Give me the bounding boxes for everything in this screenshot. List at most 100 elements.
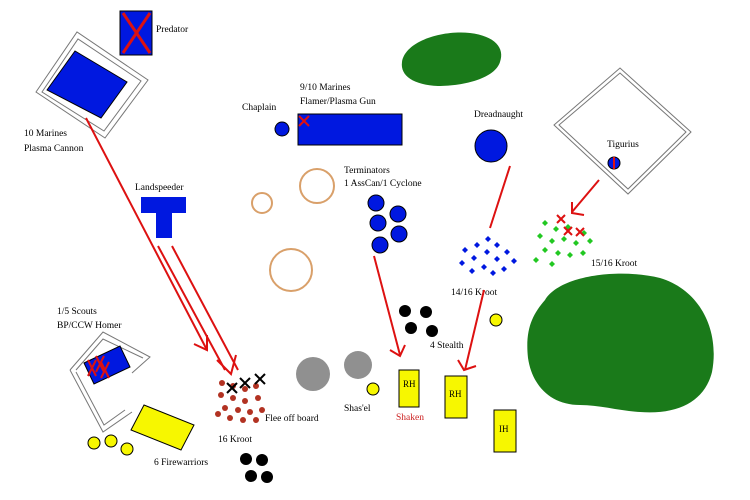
arrow-marines-head (193, 335, 208, 352)
marines-flamer-unit (297, 113, 403, 146)
crater-3 (269, 248, 313, 292)
wood-large (527, 273, 714, 413)
kroot-16-casualties (226, 373, 266, 394)
kroot-b-1 (485, 236, 491, 242)
ruin-right (553, 67, 692, 195)
label-scouts-2: BP/CCW Homer (57, 321, 122, 331)
ruin-scouts (69, 331, 151, 433)
arrow-speeder-head (216, 354, 237, 376)
label-predator: Predator (156, 25, 189, 35)
rock-1 (296, 357, 330, 391)
terminator-3 (369, 214, 387, 232)
landspeeder-vehicle (141, 197, 186, 238)
kroot-16-squad (215, 380, 265, 423)
kroot-g-13 (580, 250, 586, 256)
kroot-g-15 (549, 261, 555, 267)
firewarrior-3 (120, 442, 134, 456)
crater-1 (299, 168, 335, 204)
kroot-b-11 (481, 264, 487, 270)
label-marines-cannon-2: Plasma Cannon (24, 144, 84, 154)
kroot-g-11 (555, 250, 561, 256)
kroot-b-12 (501, 266, 507, 272)
terminator-4 (390, 225, 408, 243)
arrow-tigurius (571, 179, 600, 213)
terminator-5 (371, 236, 389, 254)
kroot-b-6 (504, 249, 510, 255)
kroot-b-5 (484, 249, 490, 255)
kroot-b-13 (469, 268, 475, 274)
label-marines-flamer-2: Flamer/Plasma Gun (300, 97, 376, 107)
black-squad-bottom (240, 453, 273, 483)
stealth-4 (426, 325, 438, 337)
hammerhead-ih (493, 409, 517, 453)
kroot-g-7 (561, 236, 567, 242)
firewarrior-1 (87, 436, 101, 450)
marines-flamer-cross-2 (298, 115, 310, 127)
stealth-3 (405, 322, 417, 334)
kroot-g-2 (553, 226, 559, 232)
kroot-g-6 (549, 238, 555, 244)
shasel-model (366, 382, 380, 396)
kroot-b-9 (511, 258, 517, 264)
hammerhead-1 (398, 369, 420, 408)
rock-2 (344, 351, 372, 379)
label-rh-1: RH (403, 379, 416, 389)
movement-arrows (85, 117, 600, 376)
label-shaken: Shaken (396, 413, 424, 423)
kroot-b-8 (494, 256, 500, 262)
terminators-squad (367, 194, 408, 254)
black-1 (240, 453, 252, 465)
kroot-g-14 (533, 257, 539, 263)
arrow-kroot-stealth (464, 289, 485, 371)
label-ih: IH (499, 424, 509, 434)
label-terminators-1: Terminators (344, 166, 390, 176)
wood-top (401, 32, 502, 86)
arrow-terminators-head (389, 344, 406, 358)
stealth-team (399, 305, 438, 337)
tau-drone (489, 313, 503, 327)
label-marines-flamer-1: 9/10 Marines (300, 83, 351, 93)
label-kroot-14-16: 14/16 Kroot (451, 288, 498, 298)
label-firewarriors: 6 Firewarriors (154, 458, 208, 468)
kroot-b-4 (462, 247, 468, 253)
kroot-b-7 (471, 255, 477, 261)
kroot-b-14 (490, 270, 496, 276)
label-chaplain: Chaplain (242, 103, 277, 113)
kroot-g-10 (542, 247, 548, 253)
label-marines-cannon-1: 10 Marines (24, 129, 67, 139)
label-flee: Flee off board (265, 413, 319, 424)
label-kroot-16: 16 Kroot (218, 435, 252, 445)
chaplain-model (274, 121, 290, 137)
terminator-1 (367, 194, 385, 212)
black-2 (256, 454, 268, 466)
firewarrior-2 (104, 434, 118, 448)
black-4 (261, 471, 273, 483)
label-kroot-15-16: 15/16 Kroot (591, 259, 638, 269)
label-rh-2: RH (449, 389, 462, 399)
devilfish-vehicle (130, 404, 195, 451)
kroot-14-16-squad (459, 236, 517, 276)
label-landspeeder: Landspeeder (135, 183, 184, 193)
arrow-speeder-1 (157, 245, 226, 371)
kroot-15-16-casualties (556, 214, 585, 237)
kroot-g-1 (542, 220, 548, 226)
label-terminators-2: 1 AssCan/1 Cyclone (344, 179, 422, 189)
arrow-marines-to-kroot (85, 117, 208, 351)
arrow-dread (489, 165, 511, 229)
stealth-2 (420, 306, 432, 318)
label-tigurius: Tigurius (607, 140, 639, 150)
predator-cross-2 (121, 12, 152, 54)
label-shasel: Shas'el (344, 404, 371, 414)
kroot-b-2 (474, 242, 480, 248)
stealth-1 (399, 305, 411, 317)
kroot-g-12 (567, 252, 573, 258)
kroot-g-5 (537, 233, 543, 239)
kroot-b-10 (459, 260, 465, 266)
arrow-speeder-2 (171, 245, 239, 371)
marines-cannon-unit (46, 50, 128, 119)
kroot-b-3 (494, 242, 500, 248)
crater-2 (251, 192, 273, 214)
arrow-tigurius-head (571, 202, 585, 216)
